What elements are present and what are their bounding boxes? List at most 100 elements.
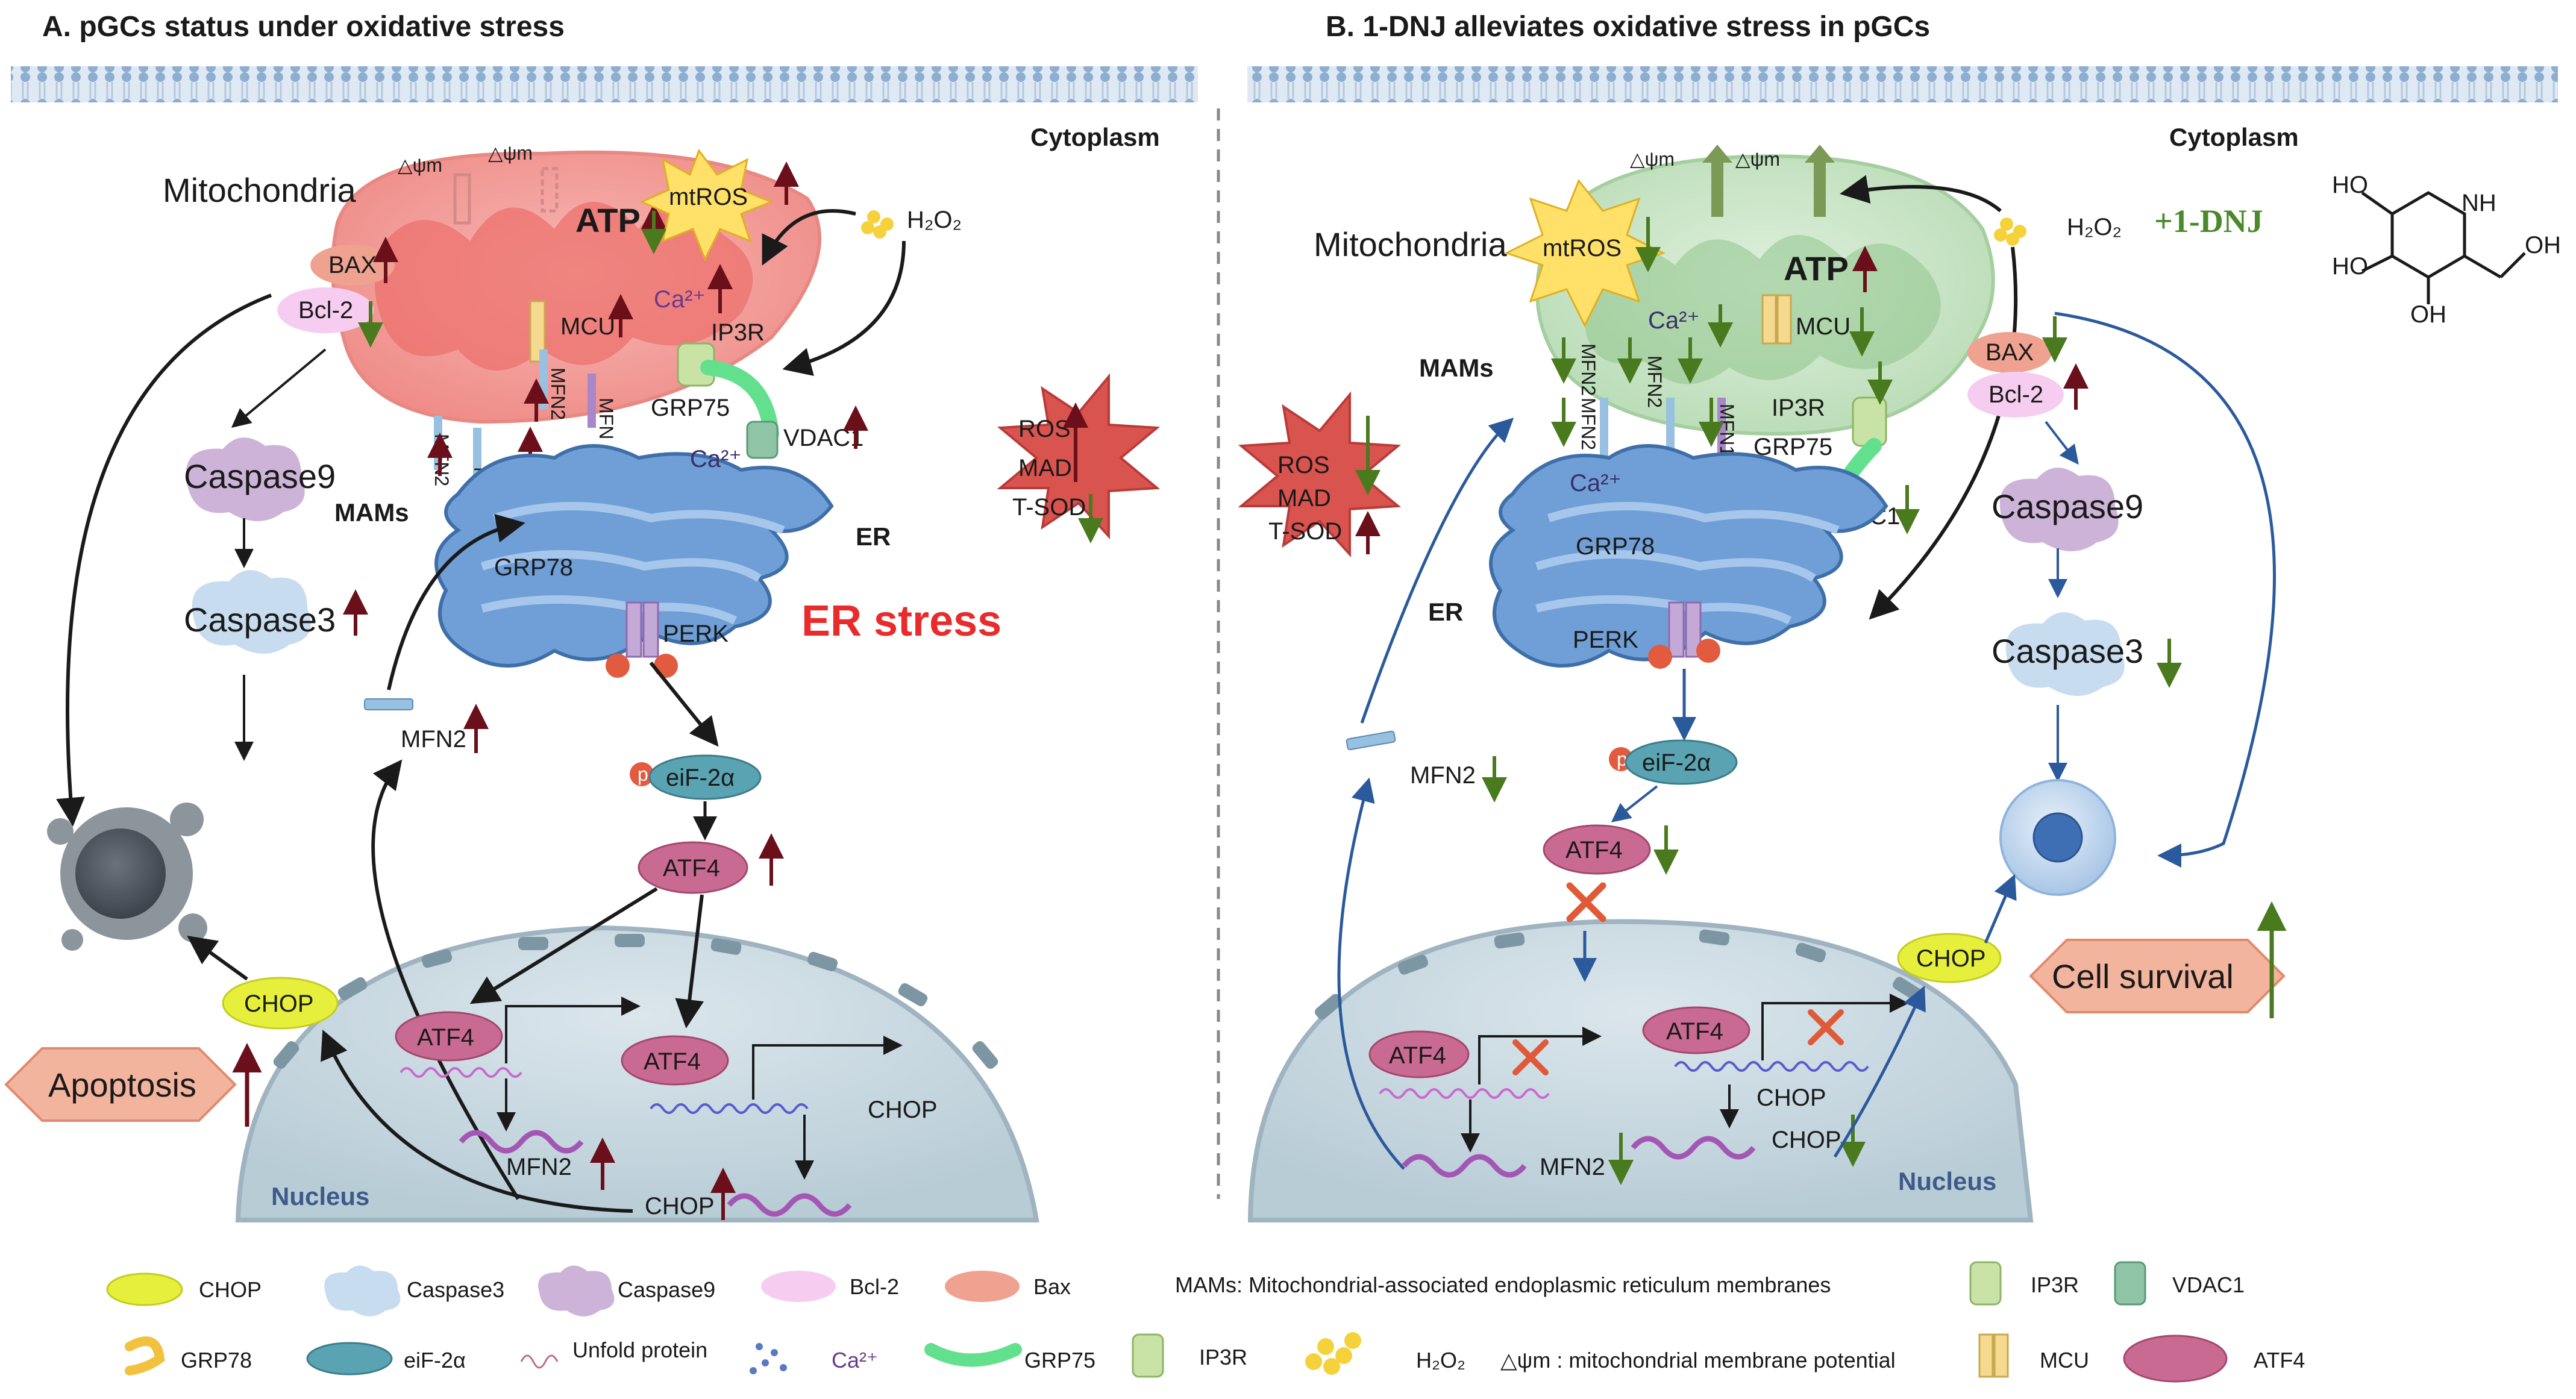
- atf4-nuc2-b: [1642, 1006, 1750, 1054]
- block-cross-b2: [1512, 1039, 1549, 1075]
- legend-grp78: GRP78: [181, 1348, 252, 1372]
- h2o2-to-er-arrow-b: [1869, 246, 2018, 620]
- legend-grp75: GRP75: [1024, 1348, 1095, 1372]
- legend-ip3r-top-swatch: [1969, 1261, 2002, 1306]
- chop-gene-dna-a: [650, 1103, 809, 1114]
- mfn2-tether-b1: [1600, 398, 1608, 470]
- perk-phospho-a2: [654, 654, 678, 678]
- legend-eif2a: eiF-2α: [404, 1348, 466, 1372]
- nuclear-pores-a: [273, 934, 998, 1069]
- panel-a: Nucleus Mitochondria ATP mtROS Ca²⁺ △ψm …: [4, 142, 1161, 1222]
- chop-mrna-b: [1631, 1136, 1756, 1160]
- legend-caspase9: Caspase9: [618, 1277, 715, 1302]
- caspase9-label-a: Caspase9: [184, 457, 336, 495]
- apoptosis-badge: [4, 1047, 237, 1122]
- cell-membrane-b: [1247, 66, 2558, 102]
- eif2a-label-b: eiF-2α: [1642, 750, 1711, 776]
- perk-b: [1668, 601, 1685, 658]
- chop-label-b: CHOP: [1916, 945, 1986, 972]
- block-cross-b1: [1566, 882, 1606, 922]
- vdac1-label-a: VDAC1: [783, 425, 863, 451]
- panel-b: Nucleus Mitochondria ATP mtROS △ψm △ψm C…: [1238, 145, 2561, 1222]
- legend-atf4-swatch: [2123, 1335, 2228, 1383]
- atf4-nuc1-a: [395, 1011, 503, 1062]
- block-cross-b3: [1808, 1009, 1844, 1045]
- legend-eif2a-swatch: [306, 1342, 393, 1376]
- psi-arrow-a2: [541, 167, 559, 213]
- mfn2-gene-dna-b: [1379, 1088, 1550, 1099]
- mad-label-b: MAD: [1277, 485, 1331, 512]
- mfn2-gene-label-a: MFN2: [506, 1154, 572, 1180]
- tss-arrow-a2: [752, 1036, 903, 1100]
- chop-to-cell-arrow-b: [1984, 874, 2017, 944]
- mfn2-to-mams-arrow-a: [387, 514, 525, 690]
- grp78-label-b: GRP78: [1576, 533, 1655, 560]
- bcl2-label-a: Bcl-2: [298, 297, 353, 324]
- dnj-oh2: OH: [2525, 232, 2561, 258]
- ros-label-a: ROS: [1018, 416, 1071, 442]
- bax-label-b: BAX: [1985, 339, 2034, 366]
- nuclear-pores-b: [1315, 929, 1922, 1020]
- legend-mcu: MCU: [2040, 1348, 2089, 1372]
- chop-gene-dna-b: [1674, 1061, 1869, 1072]
- h2o2-label-a: H₂O₂: [907, 207, 962, 233]
- tss-arrow-b1: [1478, 1027, 1602, 1084]
- chop-mrna-label-b: CHOP: [1772, 1127, 1841, 1153]
- legend-ip3r: IP3R: [1199, 1345, 1247, 1369]
- dnj-ho1: HO: [2332, 172, 2368, 198]
- legend-h2o2-swatch: [1305, 1332, 1361, 1375]
- perk-phospho-a1: [606, 654, 630, 678]
- panel-b-title: B. 1-DNJ alleviates oxidative stress in …: [1326, 11, 1930, 43]
- mtros-label-b: mtROS: [1543, 235, 1622, 261]
- psi-label-a1: △ψm: [398, 154, 442, 176]
- legend-vdac1: VDAC1: [2172, 1272, 2245, 1297]
- bax-b: [1967, 332, 2052, 373]
- psi-arrow-a1: [453, 173, 471, 225]
- legend-unfold: Unfold protein: [572, 1338, 707, 1362]
- h2o2-to-mito-arrow-b: [1840, 175, 2002, 213]
- legend-caspase9-swatch: [538, 1265, 615, 1316]
- atf4-to-nuc2-arrow-a: [675, 894, 704, 1028]
- cell-membrane-a: [11, 66, 1198, 102]
- grp75-label-b: GRP75: [1753, 434, 1832, 460]
- mams-label-a: MAMs: [334, 498, 409, 527]
- tss-arrow-b2: [1761, 994, 1909, 1060]
- legend-ca-swatch: [750, 1343, 787, 1374]
- mams-label-b: MAMs: [1419, 354, 1494, 382]
- legend-bcl2-swatch: [761, 1271, 836, 1302]
- grp75-label-a: GRP75: [651, 395, 730, 421]
- legend-ip3r-swatch: [1132, 1333, 1164, 1378]
- dnj-label: +1-DNJ: [2154, 203, 2263, 239]
- legend-bax: Bax: [1033, 1274, 1071, 1299]
- vdac1-a: [746, 421, 779, 459]
- legend-h2o2: H₂O₂: [1416, 1348, 1465, 1372]
- chop-to-apoptosis-arrow-a: [187, 935, 248, 981]
- eif-p-label-a: p: [638, 763, 648, 785]
- ca-label-mito-b: Ca²⁺: [1648, 307, 1700, 334]
- chop-mrna-label-a: CHOP: [645, 1193, 715, 1219]
- atf4-nuc1-label-a: ATF4: [417, 1024, 474, 1051]
- perk-label-b: PERK: [1573, 627, 1638, 653]
- mfn2-label-a3: MFN2: [547, 368, 569, 420]
- caspase3-label-b: Caspase3: [1992, 632, 2143, 670]
- ros-label-b: ROS: [1277, 452, 1330, 478]
- legend-vdac1-swatch: [2114, 1261, 2146, 1306]
- caspase3-shape-b: [2005, 612, 2125, 696]
- mfn2-tether-a3: [539, 349, 548, 410]
- caspase9-shape-a: [186, 437, 305, 521]
- tsod-label-b: T-SOD: [1268, 518, 1342, 545]
- atf4-nuc2-label-b: ATF4: [1666, 1018, 1723, 1045]
- er-stress-label: ER stress: [801, 597, 1001, 645]
- perk-to-eif-arrow-a: [649, 662, 719, 747]
- eif2a-label-a: eiF-2α: [666, 765, 735, 791]
- eif2a-a: [648, 754, 762, 800]
- h2o2-to-ip3r-arrow-a: [782, 240, 906, 377]
- atf4-label-a: ATF4: [663, 855, 720, 881]
- chop-mrna-a: [727, 1193, 852, 1217]
- chop-mrna-to-protein-arrow-b: [1833, 985, 1926, 1158]
- mfn1-label-b: MFN1: [1716, 404, 1738, 456]
- ca-label-mito-a: Ca²⁺: [654, 286, 706, 313]
- mtros-star-a: [639, 148, 774, 261]
- grp75-a: [700, 360, 779, 442]
